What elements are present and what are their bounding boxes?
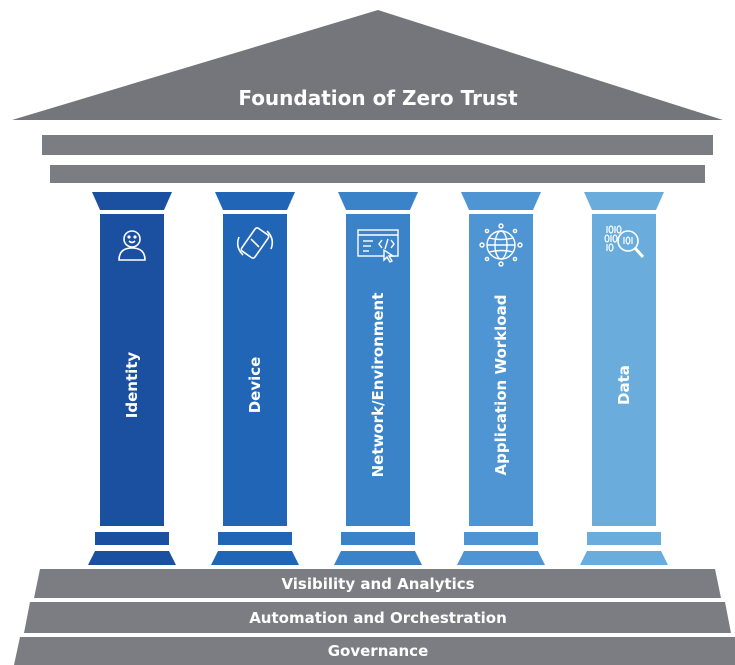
roof-title: Foundation of Zero Trust <box>238 86 518 110</box>
pillar-base-lower <box>334 551 422 565</box>
pillar-base-lower <box>457 551 545 565</box>
pillar-shaft <box>223 214 287 526</box>
pillar-base-lower <box>88 551 176 565</box>
pillar-label: Data <box>615 365 633 405</box>
pillar-base-upper <box>464 532 538 545</box>
pillar-label: Network/Environment <box>369 293 387 478</box>
binary-magnifier-icon <box>604 225 645 258</box>
pillar-base-lower <box>580 551 668 565</box>
pillar-base-upper <box>218 532 292 545</box>
entablature-band-bottom <box>50 165 705 183</box>
layer-visibility-analytics: Visibility and Analytics <box>34 569 721 598</box>
layer-label: Governance <box>328 642 429 660</box>
pillar-base-upper <box>95 532 169 545</box>
pillar-device: Device <box>211 192 299 565</box>
pillar-application-workload: Application Workload <box>457 192 545 565</box>
layer-band <box>34 569 721 598</box>
pillar-identity: Identity <box>88 192 176 565</box>
layer-automation-orchestration: Automation and Orchestration <box>24 602 731 633</box>
pillar-network-environment: Network/Environment <box>334 192 422 565</box>
network-code-icon <box>357 229 399 263</box>
layer-label: Visibility and Analytics <box>281 575 474 593</box>
pillar-capital <box>584 192 664 210</box>
pillar-label: Device <box>246 357 264 414</box>
layer-band <box>14 637 735 665</box>
globe-network-icon <box>479 223 523 267</box>
device-icon <box>236 227 274 259</box>
layer-label: Automation and Orchestration <box>249 609 507 627</box>
pillar-capital <box>338 192 418 210</box>
pillar-base-upper <box>587 532 661 545</box>
layer-governance: Governance <box>14 637 735 665</box>
pillar-base-upper <box>341 532 415 545</box>
user-icon <box>118 230 146 261</box>
roof <box>12 10 723 120</box>
pillar-data: Data <box>580 192 668 565</box>
pillar-capital <box>92 192 172 210</box>
pillar-base-lower <box>211 551 299 565</box>
pillar-shaft <box>100 214 164 526</box>
pillar-capital <box>461 192 541 210</box>
entablature-band-top <box>42 135 713 155</box>
pillar-shaft <box>592 214 656 526</box>
pillar-shaft <box>346 214 410 526</box>
pillar-capital <box>215 192 295 210</box>
pillar-label: Identity <box>123 352 141 419</box>
pillar-label: Application Workload <box>492 295 510 476</box>
layer-band <box>24 602 731 633</box>
